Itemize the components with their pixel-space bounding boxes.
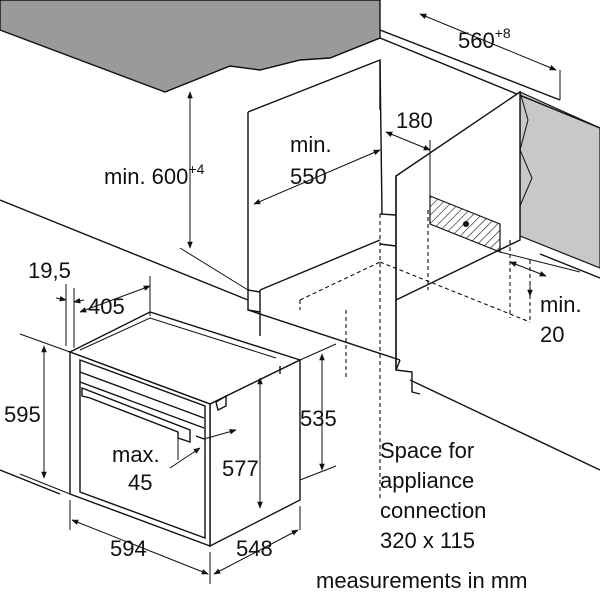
label-577: 577 xyxy=(222,456,259,481)
label-max-45-line1: max. xyxy=(112,442,160,467)
footer-note: measurements in mm xyxy=(316,568,528,593)
label-space-line1: Space for xyxy=(380,438,474,463)
dim-180 xyxy=(385,131,431,196)
label-405: 405 xyxy=(88,294,125,319)
label-180: 180 xyxy=(396,108,433,133)
oven xyxy=(68,311,302,548)
label-max-45-line2: 45 xyxy=(128,470,152,495)
dim-handle-45 xyxy=(169,429,237,469)
label-niche-width: 560+8 xyxy=(458,25,511,53)
label-548: 548 xyxy=(236,536,273,561)
label-535: 535 xyxy=(300,406,337,431)
countertop xyxy=(0,0,381,93)
label-19-5: 19,5 xyxy=(28,258,71,283)
dim-oven-535 xyxy=(299,343,337,481)
dim-oven-594 xyxy=(69,500,211,584)
label-space-line3: connection xyxy=(380,498,486,523)
dim-min-20 xyxy=(499,251,581,297)
label-niche-depth-line2: 550 xyxy=(290,164,327,189)
label-min-20-line1: min. xyxy=(540,292,582,317)
label-niche-height: min. 600+4 xyxy=(104,161,205,189)
dim-19-5-and-405 xyxy=(55,276,151,348)
dim-niche-width xyxy=(379,10,561,100)
label-min-20-line2: 20 xyxy=(540,322,564,347)
dim-niche-depth xyxy=(253,149,381,205)
dim-niche-height xyxy=(179,91,249,291)
cabinet-niche xyxy=(247,58,401,361)
label-595: 595 xyxy=(4,402,41,427)
label-space-line2: appliance xyxy=(380,468,474,493)
floor-lines xyxy=(0,199,600,495)
label-niche-depth-line1: min. xyxy=(290,132,332,157)
dim-oven-548 xyxy=(213,506,301,575)
label-594: 594 xyxy=(110,536,147,561)
label-space-line4: 320 x 115 xyxy=(380,528,475,553)
dim-oven-595 xyxy=(19,333,71,495)
